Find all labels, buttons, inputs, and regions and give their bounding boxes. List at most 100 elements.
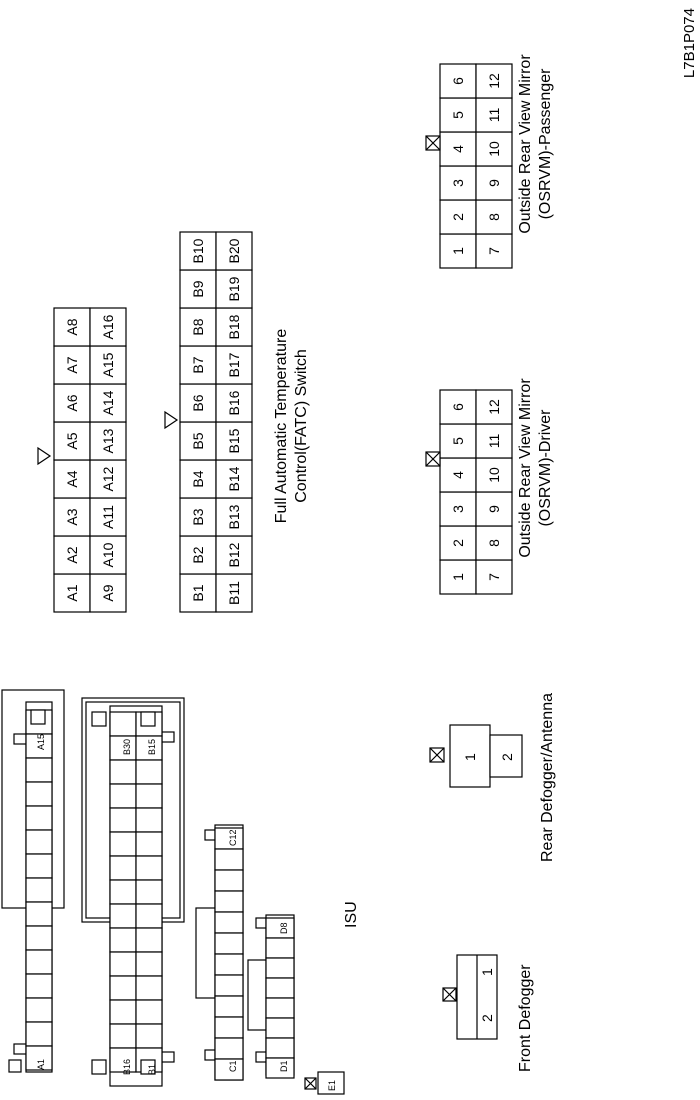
- fatc-b-pin: B6: [190, 394, 206, 411]
- osrvm-driver-cell: [439, 457, 477, 493]
- isu-a-cell: [25, 829, 53, 855]
- fatc-b-connector: B1B2B3B4B5B6B7B8B9B10B11B12B13B14B15B16B…: [179, 231, 253, 613]
- fatc-a-cell: [53, 383, 91, 423]
- fatc-a-cell: [89, 421, 127, 461]
- isu-d-cell: [265, 997, 295, 1019]
- osrvm-driver-cell: [439, 491, 477, 527]
- isu-pin-b16: B16: [122, 1059, 132, 1075]
- isu-c-cell: [214, 890, 244, 913]
- fatc-b-pin: B9: [190, 280, 206, 297]
- osrvm-passenger-pin: 8: [486, 213, 502, 221]
- isu-d-cell: [265, 977, 295, 999]
- isu-label: ISU: [343, 901, 360, 928]
- fatc-a-cell: [89, 307, 127, 347]
- isu-a-cell: [25, 877, 53, 903]
- isu-a-cell: [25, 925, 53, 951]
- isu-d-cell: [265, 937, 295, 959]
- isu-b-cell: [135, 783, 163, 809]
- fatc-b-pin: B12: [226, 542, 242, 567]
- fatc-a-pin: A14: [100, 390, 116, 415]
- isu-a-cell: [25, 757, 53, 783]
- fatc-a-pin: A5: [64, 432, 80, 449]
- isu-b-cell: [109, 831, 137, 857]
- isu-c-cell: [214, 995, 244, 1018]
- fatc-b-pin: B5: [190, 432, 206, 449]
- osrvm-driver-pin: 10: [486, 467, 502, 483]
- osrvm-passenger-cell: [475, 233, 513, 269]
- isu-pin-c12: C12: [228, 829, 238, 846]
- osrvm-passenger-cell: [439, 199, 477, 235]
- fatc-b-pin: B16: [226, 390, 242, 415]
- fatc-a-pin: A13: [100, 428, 116, 453]
- osrvm-driver-cell: [475, 457, 513, 493]
- isu-c-cell: [214, 1016, 244, 1039]
- fatc-b-pin: B18: [226, 314, 242, 339]
- isu-b-cell: [109, 975, 137, 1001]
- isu-a-cell: [25, 781, 53, 807]
- isu-b-cell: [109, 1047, 137, 1073]
- osrvm-passenger-pin: 2: [450, 213, 466, 221]
- isu-b-cell: [109, 951, 137, 977]
- fatc-b-cell: [179, 535, 217, 575]
- isu-a-cell: [25, 805, 53, 831]
- fatc-b-cell: [179, 345, 217, 385]
- osrvm-passenger-label-line1: Outside Rear View Mirror: [517, 54, 534, 234]
- osrvm-driver-pin: 6: [450, 403, 466, 411]
- isu-b-cell: [135, 903, 163, 929]
- osrvm-driver-pin: 11: [486, 434, 502, 449]
- fatc-b-pin: B19: [226, 276, 242, 301]
- rear-defogger-connector: 1 2 Rear Defogger/Antenna: [429, 693, 556, 862]
- fatc-a-pin: A1: [64, 584, 80, 601]
- fatc-b-cell: [179, 459, 217, 499]
- fatc-a-pin: A10: [100, 542, 116, 567]
- isu-b-cell: [109, 855, 137, 881]
- isu-pin-b1: B1: [147, 1064, 157, 1075]
- fatc-a-pin: A16: [100, 314, 116, 339]
- fatc-a-cell: [89, 497, 127, 537]
- rear-defogger-label: Rear Defogger/Antenna: [539, 693, 556, 862]
- fatc-a-cell: [89, 383, 127, 423]
- fatc-b-pin: B11: [226, 581, 242, 605]
- osrvm-driver-pin: 7: [486, 573, 502, 581]
- osrvm-passenger-cell: [439, 233, 477, 269]
- isu-pin-b15: B15: [147, 739, 157, 755]
- fatc-b-pin: B15: [226, 428, 242, 453]
- fatc-label-line2: Control(FATC) Switch: [293, 349, 310, 503]
- osrvm-driver-cell: [439, 423, 477, 459]
- fatc-b-cell: [215, 497, 253, 537]
- osrvm-passenger-label-line2: (OSRVM)-Passenger: [537, 68, 554, 220]
- fatc-b-cell: [179, 497, 217, 537]
- isu-b-cell: [109, 783, 137, 809]
- rear-defogger-pin-1: 1: [462, 753, 478, 761]
- isu-d-cell: [265, 1057, 295, 1079]
- fatc-b-pin: B8: [190, 318, 206, 335]
- isu-b-cell: [135, 927, 163, 953]
- osrvm-driver-cell: [475, 389, 513, 425]
- isu-e-body: [317, 1071, 345, 1095]
- fatc-b-pin: B7: [190, 356, 206, 373]
- fatc-b-pin: B14: [226, 466, 242, 491]
- isu-c-cell: [214, 974, 244, 997]
- isu-d-cell: [265, 1017, 295, 1039]
- isu-e-connector: E1: [304, 1071, 345, 1095]
- fatc-b-cell: [179, 307, 217, 347]
- isu-c-cell: [214, 1037, 244, 1060]
- isu-a-connector: A15 A1: [1, 689, 65, 1073]
- osrvm-driver-pin: 8: [486, 539, 502, 547]
- osrvm-passenger-pin: 12: [486, 73, 502, 89]
- isu-b-cell: [135, 975, 163, 1001]
- isu-b-connector: B30 B16 B15 B1: [81, 697, 185, 1087]
- isu-b-cell: [109, 879, 137, 905]
- fatc-a-cell: [53, 573, 91, 613]
- fatc-a-cell: [53, 459, 91, 499]
- osrvm-driver-label-line2: (OSRVM)-Driver: [537, 409, 554, 527]
- isu-b-cell: [135, 735, 163, 761]
- osrvm-passenger-pin: 1: [450, 247, 466, 255]
- isu-c-cell: [214, 869, 244, 892]
- fatc-b-cell: [179, 421, 217, 461]
- isu-c-cell: [214, 911, 244, 934]
- rear-defogger-pin-2: 2: [499, 753, 515, 761]
